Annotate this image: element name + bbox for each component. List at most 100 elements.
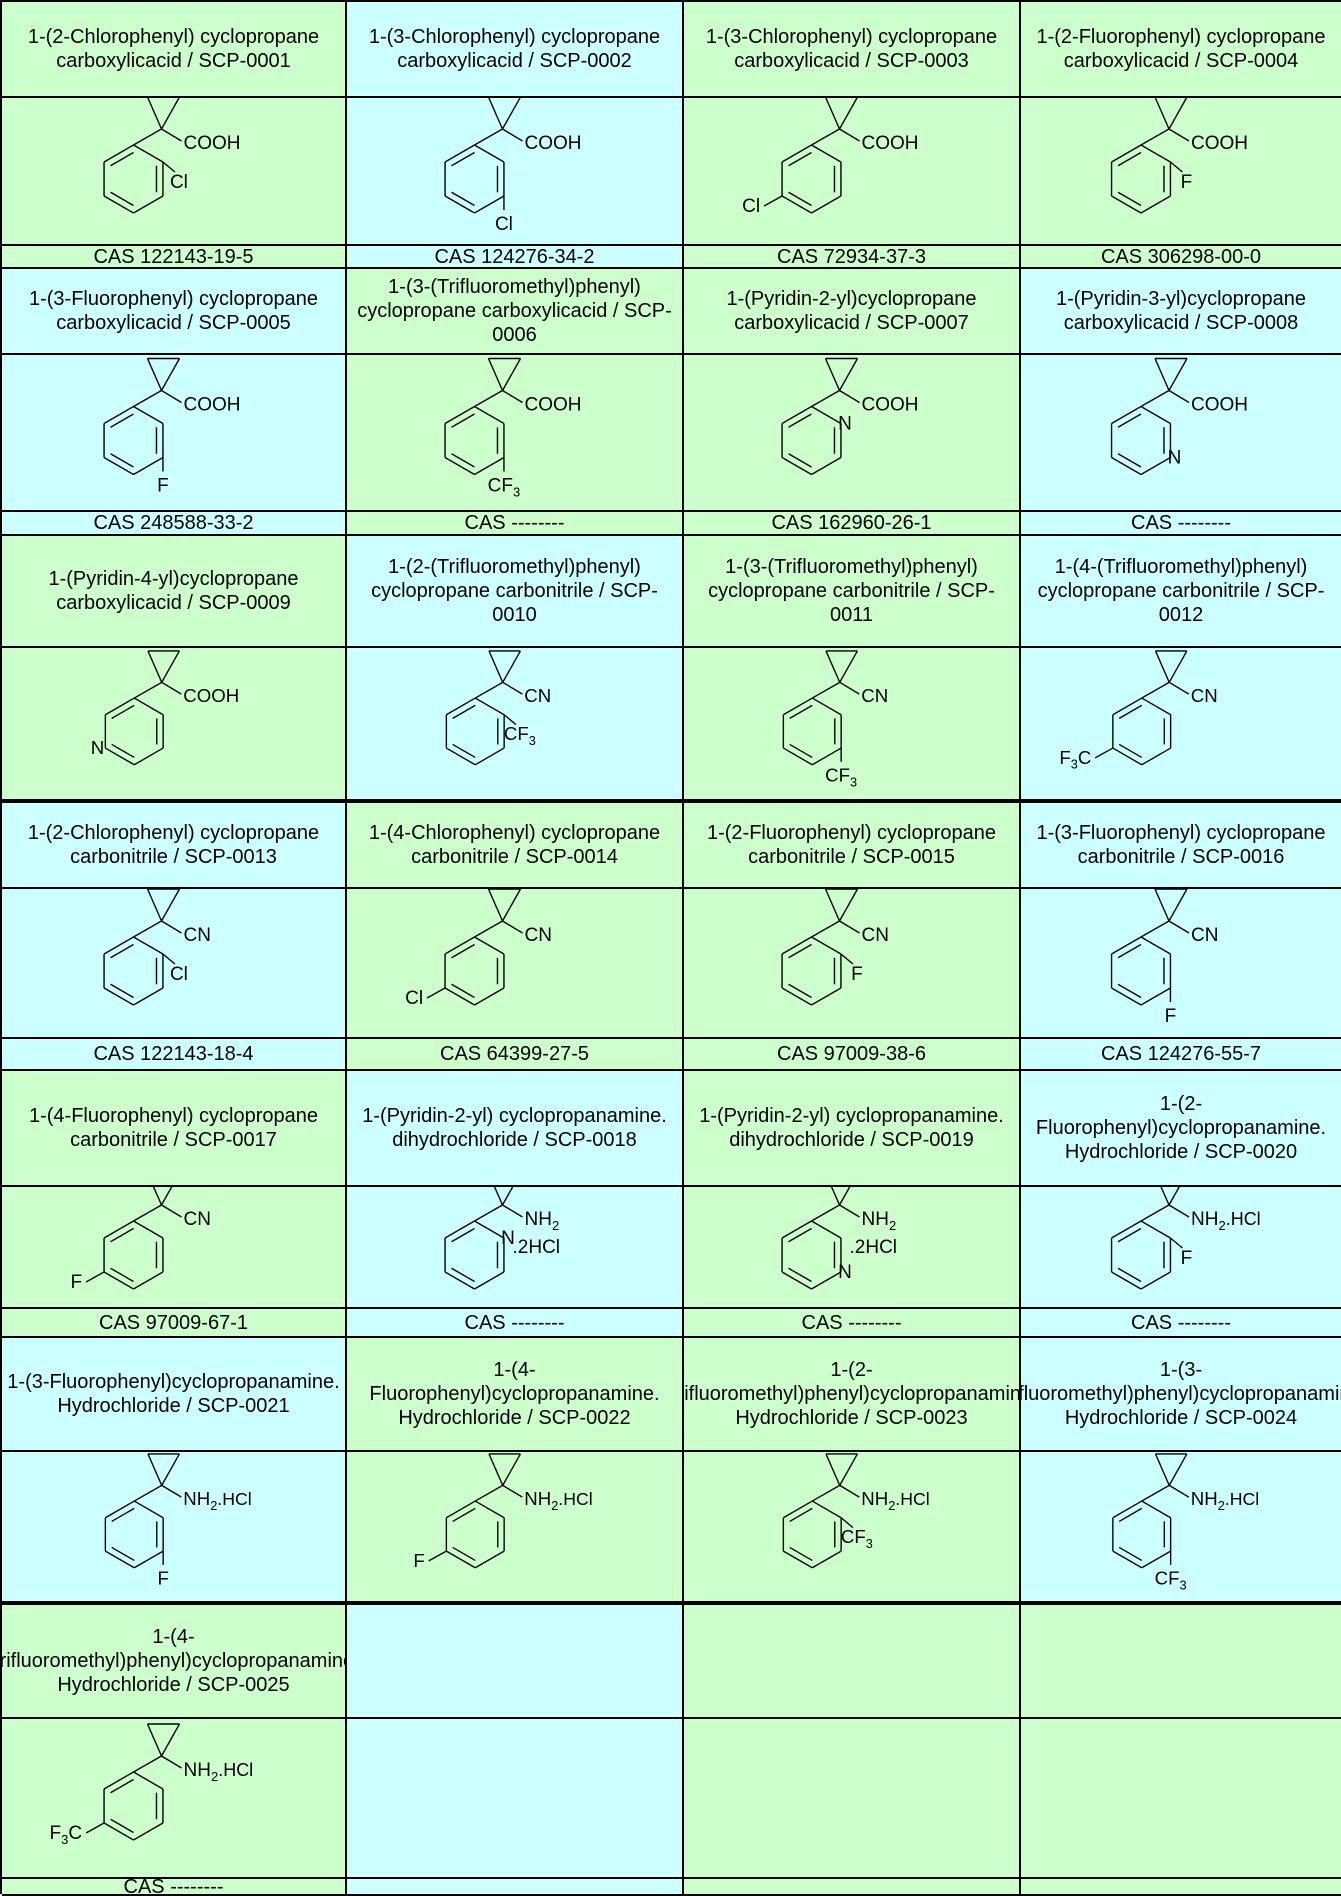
compound-name bbox=[684, 1605, 1019, 1719]
bond bbox=[444, 936, 475, 955]
ring-substituent-label: Cl bbox=[405, 988, 423, 1009]
bond bbox=[788, 1267, 812, 1283]
bond bbox=[85, 1822, 105, 1834]
bond bbox=[426, 987, 446, 999]
bond bbox=[161, 920, 182, 934]
bond bbox=[133, 195, 164, 214]
compound-name: 1-(Pyridin-2-yl)cyclopropane carboxylica… bbox=[684, 269, 1019, 355]
bond bbox=[783, 1550, 813, 1569]
bond bbox=[444, 1271, 475, 1290]
bond bbox=[840, 953, 854, 965]
subscript: 2 bbox=[1218, 1218, 1225, 1233]
compound-cell: 1-(4-(Trifluoromethyl)phenyl) cyclopropa… bbox=[1021, 536, 1341, 803]
compound-name: 1-(3-Fluorophenyl) cyclopropane carboxyl… bbox=[2, 269, 345, 355]
bond bbox=[1140, 1220, 1171, 1239]
bond bbox=[110, 453, 134, 468]
bond bbox=[1141, 747, 1171, 766]
compound-cell: 1-(2-Fluorophenyl) cyclopropane carboxyl… bbox=[1021, 2, 1341, 269]
bond bbox=[781, 987, 812, 1006]
bond bbox=[428, 1550, 447, 1562]
bond bbox=[133, 1484, 163, 1502]
bond bbox=[146, 889, 163, 922]
compound-cell: 1-(4-(trifluoromethyl)phenyl)cyclopropan… bbox=[2, 1605, 347, 1896]
bond bbox=[110, 413, 134, 428]
bond bbox=[1117, 943, 1142, 959]
bond bbox=[1117, 413, 1142, 428]
salt-label: .2HCl bbox=[850, 1237, 898, 1258]
nitrogen-atom-label: N bbox=[91, 737, 104, 758]
compound-name: 1-(Pyridin-3-yl)cyclopropane carboxylica… bbox=[1021, 269, 1341, 355]
salt-label: .HCl bbox=[895, 1489, 929, 1509]
compound-name bbox=[347, 1605, 682, 1719]
compound-cell: 1-(Pyridin-2-yl) cyclopropanamine. dihyd… bbox=[347, 1071, 684, 1338]
substituent-label: NH2 bbox=[862, 1209, 897, 1233]
bond bbox=[487, 358, 504, 391]
substituent-label: COOH bbox=[1191, 133, 1248, 154]
bond bbox=[474, 144, 505, 163]
bond bbox=[825, 650, 841, 683]
bond bbox=[1168, 358, 1188, 391]
bond bbox=[446, 1550, 476, 1569]
bond bbox=[444, 405, 475, 425]
bond bbox=[839, 1484, 860, 1498]
bond bbox=[781, 456, 812, 476]
compound-cell: 1-(3-Fluorophenyl) cyclopropane carboxyl… bbox=[2, 269, 347, 536]
bond bbox=[147, 650, 163, 683]
compound-name: 1-(2-Chlorophenyl) cyclopropane carboxyl… bbox=[2, 2, 345, 98]
compound-cell: 1-(Pyridin-3-yl)cyclopropane carboxylica… bbox=[1021, 269, 1341, 536]
bond bbox=[502, 681, 523, 695]
bond bbox=[811, 936, 842, 955]
bond bbox=[133, 1204, 162, 1222]
substituent-label: COOH bbox=[1191, 395, 1248, 416]
subscript: 3 bbox=[1071, 757, 1078, 772]
ring-substituent-label: F3C bbox=[49, 1823, 82, 1847]
bond bbox=[1141, 1550, 1171, 1569]
substituent-label: COOH bbox=[184, 395, 241, 416]
bond bbox=[161, 1453, 180, 1486]
bond bbox=[451, 151, 475, 167]
bond bbox=[474, 389, 503, 408]
bond bbox=[502, 650, 521, 683]
compound-cell: 1-(3-(Trifluoromethyl)phenyl) cyclopropa… bbox=[684, 536, 1021, 803]
bond bbox=[1140, 128, 1170, 146]
substituent-label: COOH bbox=[862, 133, 919, 154]
bond bbox=[103, 195, 134, 214]
bond bbox=[146, 358, 163, 391]
bond bbox=[838, 889, 859, 922]
bond bbox=[502, 128, 523, 142]
bond bbox=[133, 936, 164, 955]
bond bbox=[824, 889, 841, 922]
bond bbox=[1154, 358, 1170, 391]
substituent-label: CN bbox=[1191, 685, 1218, 706]
bond bbox=[133, 681, 163, 699]
bond bbox=[133, 920, 162, 938]
bond bbox=[161, 1755, 182, 1769]
compound-cell: 1-(2-Fluorophenyl) cyclopropane carbonit… bbox=[684, 803, 1021, 1071]
bond bbox=[444, 1220, 475, 1239]
nitrogen-atom-label: N bbox=[838, 414, 852, 435]
nitrogen-atom-label: N bbox=[501, 1228, 515, 1249]
salt-label: .HCl bbox=[1225, 1489, 1259, 1509]
bond bbox=[789, 1507, 813, 1522]
compound-name: 1-(Pyridin-2-yl) cyclopropanamine. dihyd… bbox=[347, 1071, 682, 1187]
bond bbox=[105, 747, 135, 766]
bond bbox=[788, 453, 812, 468]
bond bbox=[488, 1453, 504, 1486]
bond bbox=[161, 128, 182, 142]
nitrogen-atom-label: N bbox=[1168, 448, 1182, 469]
bond bbox=[501, 889, 522, 922]
bond bbox=[474, 128, 503, 146]
bond bbox=[1168, 389, 1190, 404]
bond bbox=[451, 1227, 475, 1243]
bond bbox=[1141, 697, 1171, 716]
cas-number: CAS 72934-37-3 bbox=[777, 246, 926, 267]
bond bbox=[133, 697, 164, 716]
